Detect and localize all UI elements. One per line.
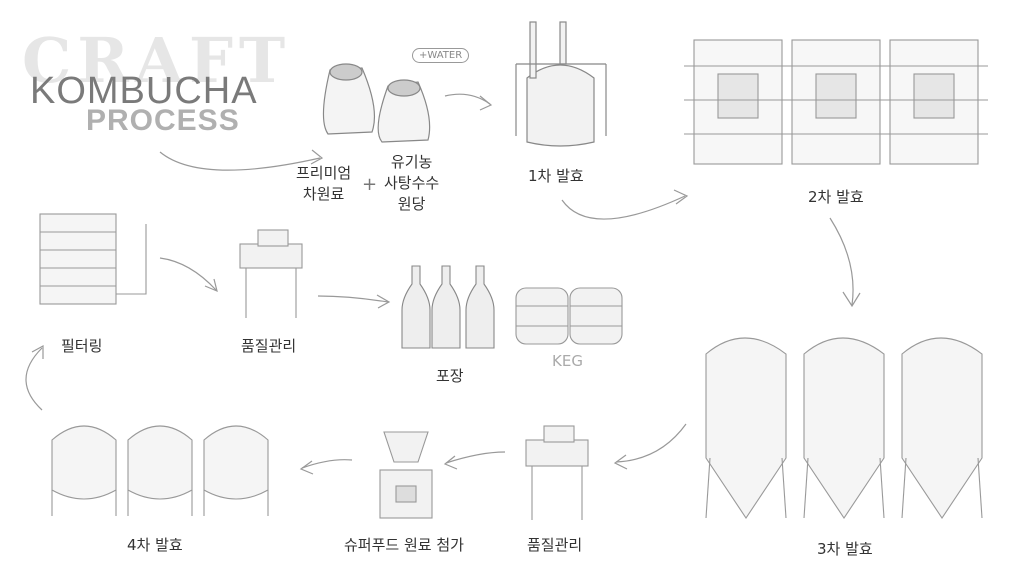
- label-keg: KEG: [552, 352, 583, 370]
- title-process: PROCESS: [86, 104, 240, 137]
- arrow-qc-to-superfood: [445, 451, 506, 464]
- arrow-filter-to-qc: [159, 257, 217, 291]
- arrow-tank-to-ferment2: [561, 195, 686, 220]
- label-qc-bottom: 품질관리: [527, 536, 583, 554]
- label-superfood: 슈퍼푸드 원료 첨가: [344, 536, 464, 554]
- fermenter-4-drawing: [51, 425, 269, 516]
- arrow-ferment3-to-qc: [615, 423, 687, 463]
- arrow-ferment2-to-ferment3: [829, 217, 854, 306]
- arrow-ferment4-to-filter: [25, 347, 43, 411]
- label-qc-mid: 품질관리: [241, 337, 297, 355]
- label-packaging: 포장: [436, 367, 464, 385]
- title-craft: CRAFT: [22, 24, 292, 97]
- water-badge: +WATER: [412, 48, 470, 63]
- title-kombucha: KOMBUCHA: [30, 70, 258, 112]
- sugar-sack-drawing: [377, 79, 431, 143]
- arrowhead: [31, 344, 44, 359]
- label-ferment-1: 1차 발효: [528, 167, 584, 185]
- fermenter-1-drawing: [515, 21, 607, 147]
- label-ferment-4: 4차 발효: [127, 536, 183, 554]
- arrowhead: [443, 455, 458, 470]
- arrowhead: [310, 149, 324, 165]
- arrowhead: [204, 278, 218, 293]
- arrowhead: [376, 294, 391, 309]
- arrow-qc-to-packaging: [317, 295, 389, 303]
- arrowhead: [842, 291, 861, 308]
- superfood-mixer-drawing: [379, 431, 433, 519]
- arrowhead: [673, 189, 689, 205]
- arrow-superfood-to-ferment4: [301, 459, 353, 469]
- kegs-drawing: [515, 287, 623, 345]
- fermenter-3-drawing: [705, 337, 983, 519]
- bottles-drawing: [401, 265, 495, 349]
- label-ferment-2: 2차 발효: [808, 188, 864, 206]
- qc-machine-bottom-drawing: [525, 425, 589, 520]
- arrowhead: [613, 454, 628, 470]
- fermenter-2-drawing: [684, 39, 988, 165]
- filter-press-drawing: [39, 213, 147, 305]
- qc-machine-mid-drawing: [239, 229, 303, 318]
- label-ferment-3: 3차 발효: [817, 540, 873, 558]
- plus-sign: +: [362, 174, 378, 195]
- tea-sack-drawing: [322, 63, 376, 135]
- arrow-title-to-ingredients: [159, 151, 321, 171]
- arrowhead: [479, 95, 493, 111]
- arrowhead: [299, 460, 314, 475]
- label-filtering: 필터링: [61, 337, 103, 355]
